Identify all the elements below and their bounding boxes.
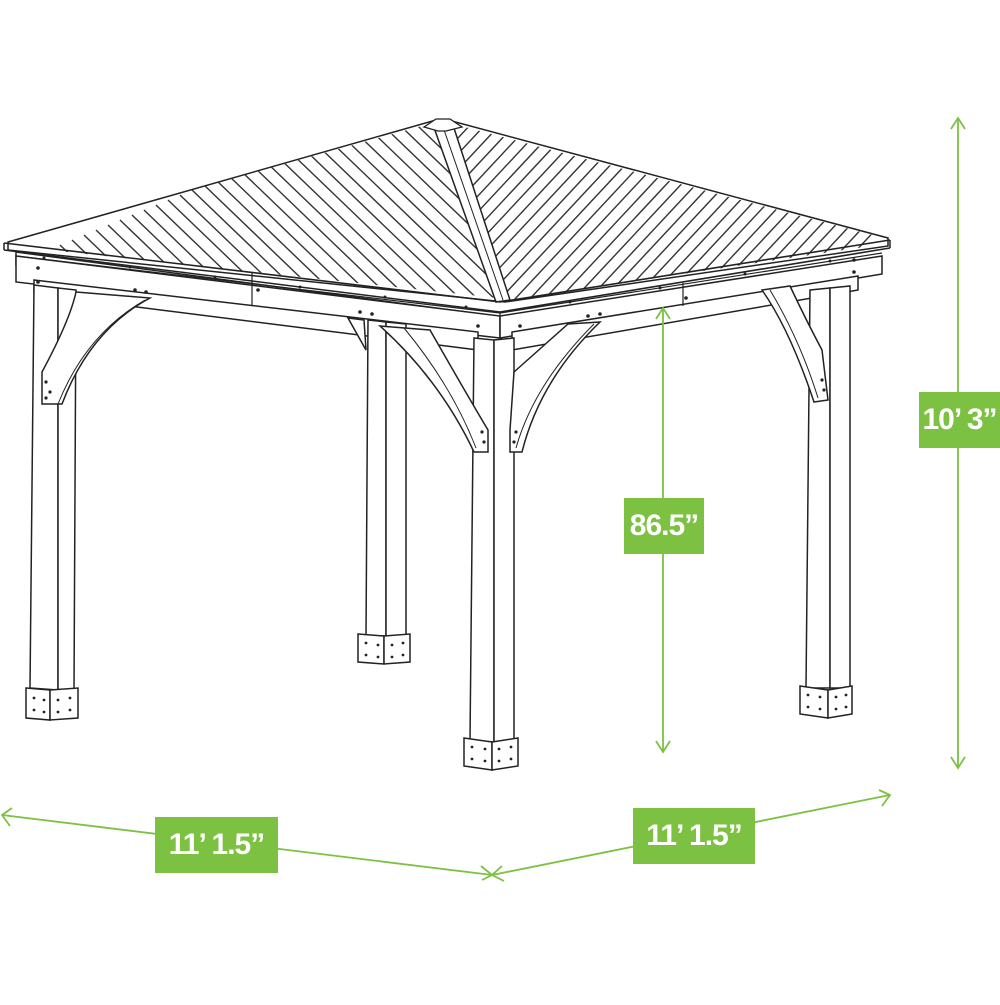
arrow-left-icon	[490, 865, 505, 882]
clearance-height-label: 86.5”	[624, 498, 704, 554]
corner-braces	[41, 285, 829, 453]
arrow-left-icon	[0, 807, 13, 827]
arrow-right-icon	[878, 789, 892, 807]
width-right-label: 11’ 1.5”	[633, 808, 755, 864]
arrow-down-icon	[655, 740, 671, 754]
roof	[3, 118, 891, 313]
arrow-up-icon	[950, 116, 966, 130]
overall-height-label: 10’ 3”	[919, 392, 1000, 448]
width-left-label: 11’ 1.5”	[155, 817, 278, 873]
arrow-up-icon	[655, 306, 671, 320]
arrow-down-icon	[950, 756, 966, 770]
post-bases	[25, 633, 853, 771]
